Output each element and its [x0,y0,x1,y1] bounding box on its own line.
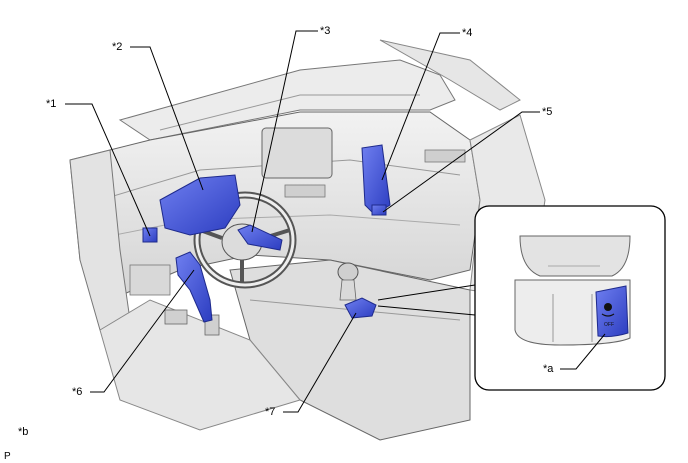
pedal [164,309,188,325]
footer-mark: P [4,451,11,462]
callout-2: *2 [112,41,123,53]
leader-lines [65,30,606,413]
inset-pointer [377,284,476,316]
windshield-frame [118,39,521,141]
leader-2 [130,46,204,191]
switch-button-highlighted [595,285,629,338]
callout-4: *4 [462,27,473,39]
part-7-console-switch [344,297,377,319]
callout-6: *6 [72,386,83,398]
leader-1 [65,103,151,237]
callout-b: *b [18,426,29,438]
leader-3 [251,30,318,233]
part-2-combination-meter [159,174,241,236]
part-6-pedal-assembly [175,251,213,323]
callout-3: *3 [320,25,331,37]
leader-6 [90,269,195,393]
footwell [99,299,301,431]
leader-a [560,333,606,370]
leader-5 [382,111,540,213]
leader-4 [381,32,460,181]
center-display [261,127,333,179]
steering-wheel [193,191,297,289]
part-3-column-switch [237,224,283,251]
shift-knob [337,262,359,282]
callout-5: *5 [542,106,553,118]
part-5-bracket [371,204,387,216]
callout-1: *1 [46,98,57,110]
switch-off-label: OFF [604,322,614,328]
callout-7: *7 [265,406,276,418]
inset-detail-box: OFF [474,205,666,391]
leader-7 [283,312,357,413]
traction-off-icon [601,303,615,317]
highlighted-parts [142,144,391,323]
callout-a: *a [543,363,554,375]
